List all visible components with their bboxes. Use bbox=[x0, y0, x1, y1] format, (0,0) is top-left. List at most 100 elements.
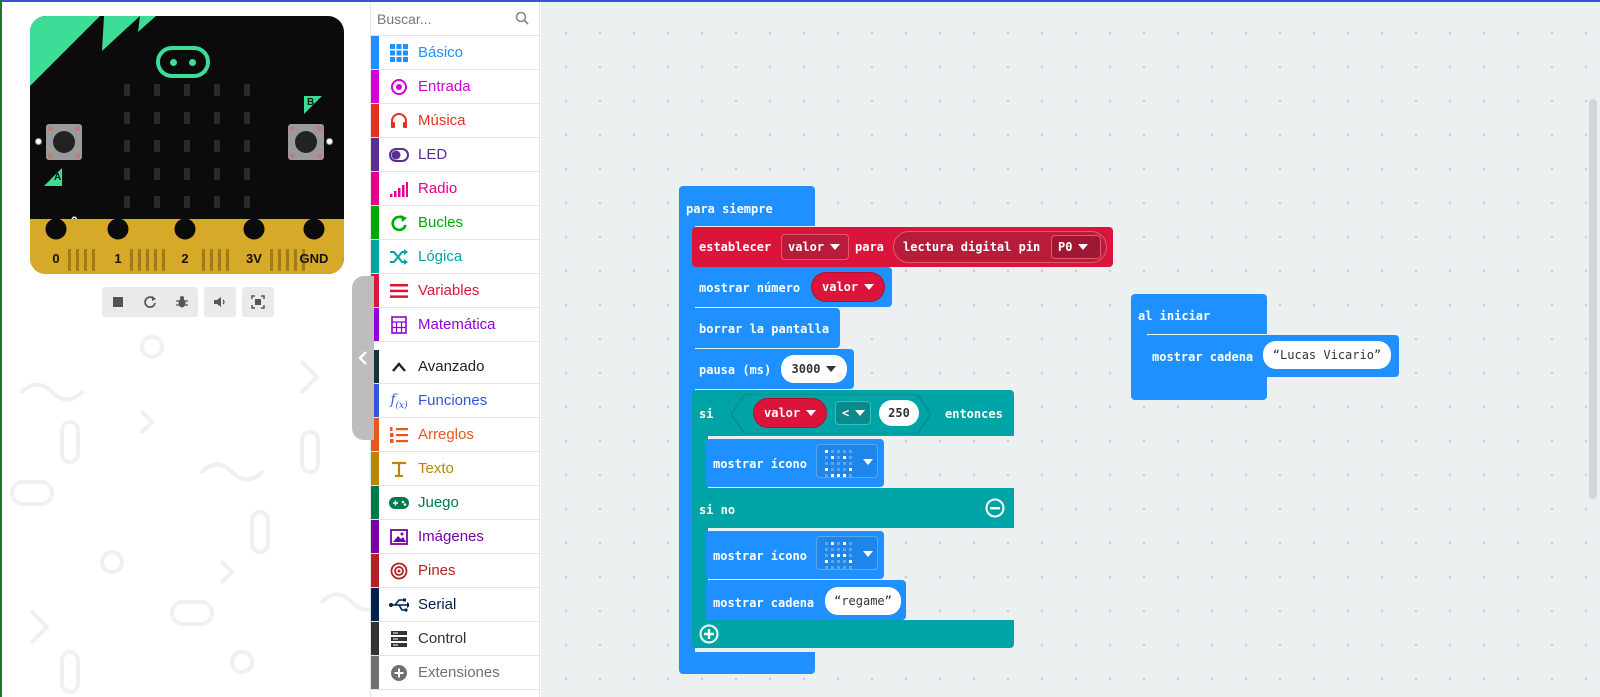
string-value-field[interactable]: “regame” bbox=[825, 587, 901, 615]
category-extensiones[interactable]: Extensiones bbox=[371, 656, 539, 690]
category-label: Extensiones bbox=[418, 664, 500, 681]
set-variable-dropdown[interactable]: valor bbox=[781, 234, 849, 260]
plus-circle-icon bbox=[389, 663, 409, 683]
category-radio[interactable]: Radio bbox=[371, 172, 539, 206]
category-juego[interactable]: Juego bbox=[371, 486, 539, 520]
grid-icon bbox=[389, 43, 409, 63]
category-label: Control bbox=[418, 630, 467, 647]
operator-dropdown[interactable]: < bbox=[835, 401, 871, 425]
category-imagenes[interactable]: Imágenes bbox=[371, 520, 539, 554]
button-b[interactable] bbox=[288, 124, 324, 160]
category-label: Imágenes bbox=[418, 528, 484, 545]
else-block[interactable] bbox=[692, 488, 1014, 528]
category-texto[interactable]: Texto bbox=[371, 452, 539, 486]
category-control[interactable]: Control bbox=[371, 622, 539, 656]
edge-connector: 0 1 2 3V GND bbox=[30, 219, 344, 274]
category-stripe bbox=[371, 172, 379, 205]
compare-value: 250 bbox=[888, 406, 910, 420]
search-icon[interactable] bbox=[515, 11, 529, 25]
calculator-icon bbox=[389, 315, 409, 335]
list-icon bbox=[389, 281, 409, 301]
if-variable[interactable]: valor bbox=[753, 398, 827, 428]
show-number-variable-name: valor bbox=[822, 280, 859, 294]
category-label: Bucles bbox=[418, 214, 464, 231]
category-serial[interactable]: Serial bbox=[371, 588, 539, 622]
fullscreen-icon[interactable] bbox=[242, 287, 274, 317]
category-musica[interactable]: Música bbox=[371, 104, 539, 138]
pin-label-2[interactable]: 2 bbox=[181, 251, 189, 266]
category-stripe bbox=[371, 70, 379, 103]
pin-label-gnd[interactable]: GND bbox=[299, 251, 329, 266]
on-start-block[interactable] bbox=[1131, 294, 1267, 334]
category-entrada[interactable]: Entrada bbox=[371, 70, 539, 104]
target-icon bbox=[389, 77, 409, 97]
category-basico[interactable]: Básico bbox=[371, 36, 539, 70]
forever-block[interactable] bbox=[679, 186, 815, 226]
digital-read-label: lectura digital pin bbox=[903, 240, 1041, 254]
category-funciones[interactable]: f(x) Funciones bbox=[371, 384, 539, 418]
show-icon-label: mostrar ícono bbox=[713, 549, 807, 563]
category-label: LED bbox=[418, 146, 448, 163]
category-stripe bbox=[371, 486, 379, 519]
category-stripe bbox=[371, 656, 379, 689]
pin-name: P0 bbox=[1058, 240, 1073, 254]
category-logica[interactable]: Lógica bbox=[371, 240, 539, 274]
category-avanzado[interactable]: Avanzado bbox=[371, 350, 539, 384]
sad-face-icon bbox=[825, 542, 873, 569]
if-variable-name: valor bbox=[764, 406, 801, 420]
close-quote: ” bbox=[1373, 348, 1382, 362]
category-pines[interactable]: Pines bbox=[371, 554, 539, 588]
plus-circle-icon[interactable] bbox=[699, 624, 719, 644]
pause-value-dropdown[interactable]: 3000 bbox=[781, 355, 847, 383]
category-stripe bbox=[371, 350, 379, 383]
pin-dropdown[interactable]: P0 bbox=[1051, 235, 1101, 259]
button-a-label: A bbox=[54, 172, 62, 183]
category-label: Serial bbox=[418, 596, 457, 613]
category-variables[interactable]: Variables bbox=[371, 274, 539, 308]
stop-icon[interactable] bbox=[102, 287, 134, 317]
gamepad-icon bbox=[389, 493, 409, 513]
category-stripe bbox=[371, 274, 379, 307]
category-stripe bbox=[371, 554, 379, 587]
clear-screen-block[interactable] bbox=[692, 308, 840, 348]
debug-icon[interactable] bbox=[166, 287, 198, 317]
button-a[interactable] bbox=[46, 124, 82, 160]
pin-label-3v[interactable]: 3V bbox=[246, 251, 262, 266]
blocks-workspace[interactable]: para siempre establecer valor para lectu… bbox=[541, 2, 1600, 697]
category-bucles[interactable]: Bucles bbox=[371, 206, 539, 240]
category-matematica[interactable]: Matemática bbox=[371, 308, 539, 342]
string-value: regame bbox=[841, 594, 885, 608]
search-input[interactable] bbox=[377, 8, 505, 30]
shuffle-icon bbox=[389, 247, 409, 267]
category-label: Música bbox=[418, 112, 466, 129]
pause-label: pausa (ms) bbox=[699, 363, 772, 377]
pause-value: 3000 bbox=[791, 362, 821, 376]
chevron-down-icon bbox=[1078, 244, 1089, 250]
category-label: Pines bbox=[418, 562, 456, 579]
compare-value-field[interactable]: 250 bbox=[879, 400, 919, 426]
chevron-down-icon bbox=[855, 410, 866, 416]
on-start-label: al iniciar bbox=[1138, 309, 1211, 323]
category-arreglos[interactable]: Arreglos bbox=[371, 418, 539, 452]
workspace-scrollbar[interactable] bbox=[1589, 99, 1597, 499]
pin-icon bbox=[389, 561, 409, 581]
pin-label-0[interactable]: 0 bbox=[52, 251, 60, 266]
chevron-down-icon bbox=[826, 366, 837, 372]
show-number-label: mostrar número bbox=[699, 281, 801, 295]
collapse-simulator-button[interactable] bbox=[352, 276, 374, 440]
toolbox: Básico Entrada Música LED Radio Bucles L… bbox=[370, 2, 540, 697]
image-icon bbox=[389, 527, 409, 547]
microphone-logo-icon bbox=[156, 46, 210, 78]
minus-circle-icon[interactable] bbox=[985, 498, 1005, 518]
icon-picker[interactable] bbox=[816, 536, 878, 570]
category-led[interactable]: LED bbox=[371, 138, 539, 172]
restart-icon[interactable] bbox=[134, 287, 166, 317]
pin-label-1[interactable]: 1 bbox=[114, 251, 122, 266]
category-stripe bbox=[371, 384, 379, 417]
function-icon: f(x) bbox=[390, 391, 408, 411]
on-start-spine bbox=[1131, 332, 1147, 382]
show-number-variable[interactable]: valor bbox=[811, 272, 885, 302]
on-start-string-value-field[interactable]: “Lucas Vicario” bbox=[1263, 341, 1391, 369]
icon-picker[interactable] bbox=[816, 444, 878, 478]
mute-icon[interactable] bbox=[204, 287, 236, 317]
